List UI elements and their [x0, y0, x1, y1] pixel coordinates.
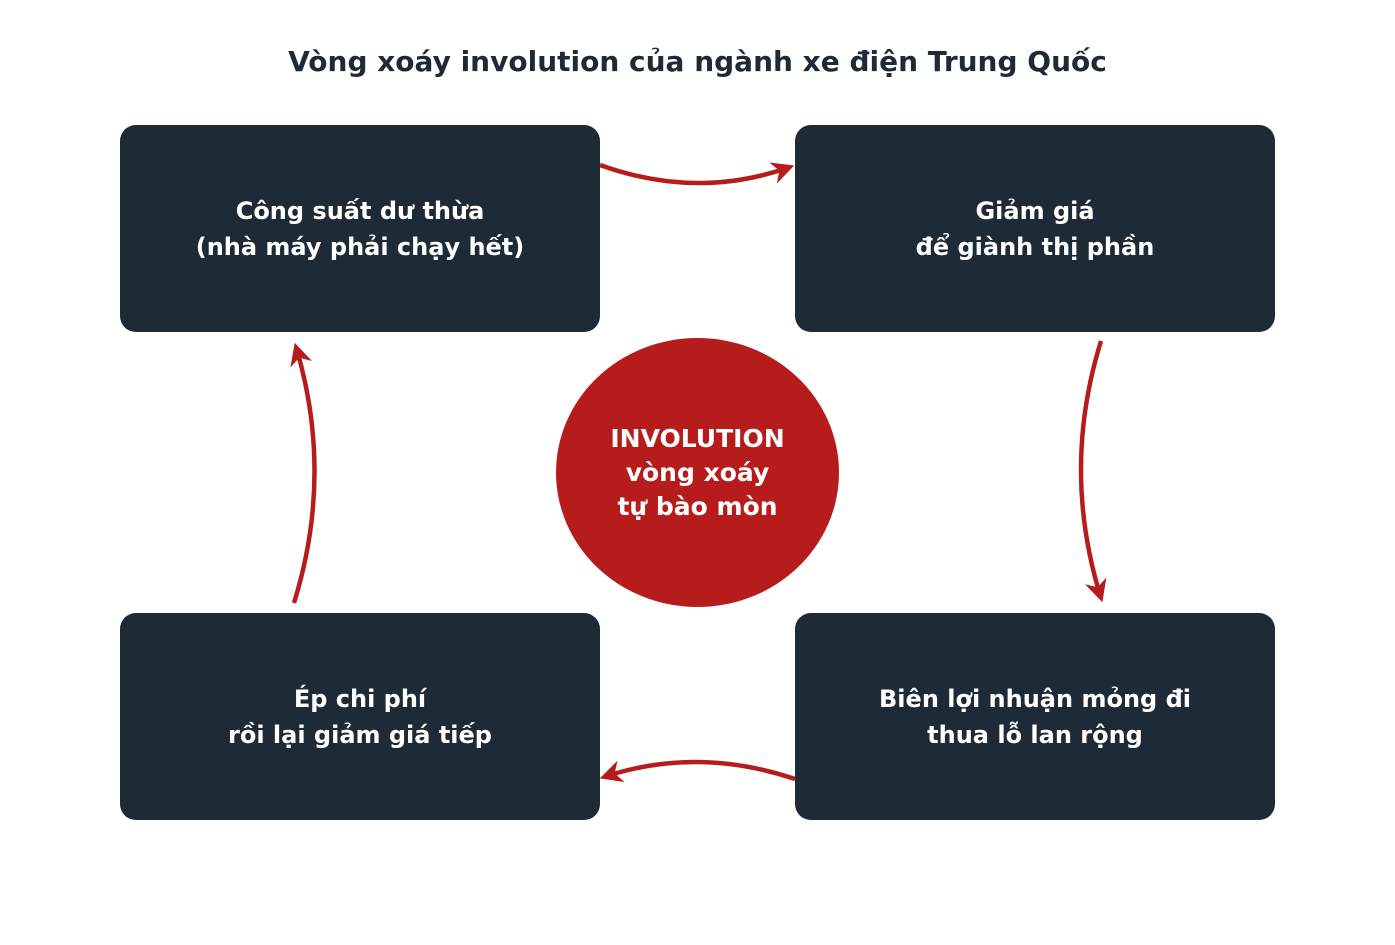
arrow-price-cut-to-margin	[1078, 340, 1107, 603]
center-sublabel: vòng xoáy	[625, 457, 770, 487]
step-box-label: Biên lợi nhuận mỏng đi	[879, 684, 1191, 713]
step-box-label: Công suất dư thừa	[235, 196, 485, 225]
center-involution-circle: INVOLUTION vòng xoáy tự bào mòn	[556, 338, 839, 607]
step-box-label: Giảm giá	[975, 196, 1095, 225]
step-box-thin-margins: Biên lợi nhuận mỏng đi thua lỗ lan rộng	[795, 613, 1275, 820]
arrow-cost-squeeze-to-capacity	[290, 342, 317, 604]
step-box-sublabel: để giành thị phần	[915, 232, 1155, 261]
step-box-overcapacity: Công suất dư thừa (nhà máy phải chạy hết…	[120, 125, 600, 332]
step-box-sublabel: rồi lại giảm giá tiếp	[228, 720, 492, 749]
center-sublabel: tự bào mòn	[617, 491, 778, 521]
center-label: INVOLUTION	[610, 423, 785, 453]
arrow-margin-to-cost-squeeze	[599, 759, 796, 782]
step-box-sublabel: thua lỗ lan rộng	[927, 720, 1143, 749]
step-box-label: Ép chi phí	[293, 684, 427, 713]
step-box-cost-squeeze: Ép chi phí rồi lại giảm giá tiếp	[120, 613, 600, 820]
step-box-sublabel: (nhà máy phải chạy hết)	[195, 232, 525, 261]
arrow-capacity-to-price-cut	[599, 162, 795, 186]
diagram-title: Vòng xoáy involution của ngành xe điện T…	[288, 45, 1107, 78]
step-box-price-cut: Giảm giá để giành thị phần	[795, 125, 1275, 332]
